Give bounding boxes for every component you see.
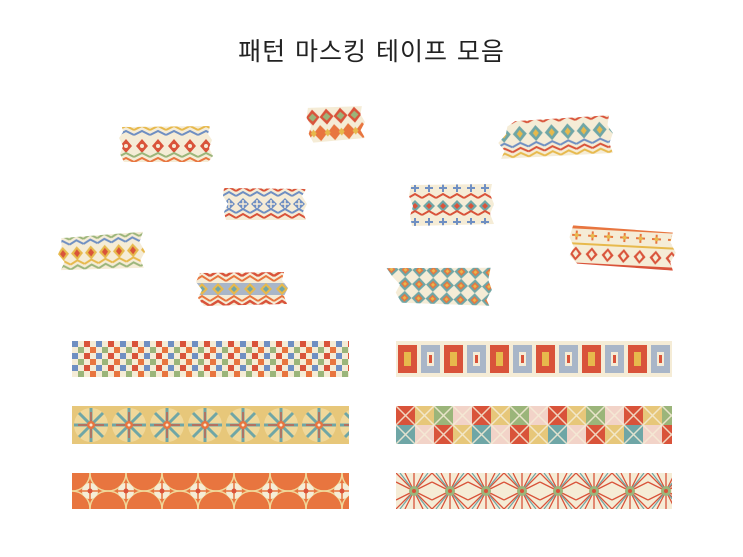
tape-piece-zigzag-star xyxy=(222,186,308,222)
tape-piece-3-art xyxy=(498,115,613,159)
tape-piece-2-art xyxy=(306,106,366,143)
tape-piece-star-zigzag xyxy=(56,231,146,272)
tape-piece-1-art xyxy=(119,126,213,162)
tape-piece-4-art xyxy=(223,188,307,220)
tape-piece-6-art xyxy=(58,231,146,271)
tape-piece-diamond-zigzag xyxy=(496,115,614,159)
tape-strip-5-art xyxy=(72,473,349,509)
tape-strip-checker xyxy=(72,341,349,377)
tape-strip-fan-medallion xyxy=(396,473,672,509)
tape-piece-blue-diamond-star xyxy=(408,182,496,228)
tape-strip-rectangle-frames xyxy=(396,341,672,377)
page-title: 패턴 마스킹 테이프 모음 xyxy=(238,37,505,66)
tape-strip-starburst xyxy=(72,406,349,444)
tape-piece-chevron-diamond xyxy=(118,124,214,164)
tape-piece-5-art xyxy=(409,184,494,226)
tape-strip-6-art xyxy=(396,473,672,509)
tape-piece-diamond-grid xyxy=(384,264,494,306)
tape-strip-1-art xyxy=(72,341,349,377)
tape-piece-zigzag-diamond xyxy=(194,270,290,308)
tape-piece-diamond-lattice xyxy=(306,104,366,143)
tape-strip-x-tiles xyxy=(396,406,672,444)
tape-piece-8-art xyxy=(196,272,288,306)
tape-strip-3-art xyxy=(72,406,349,444)
tape-strip-4-art xyxy=(396,406,672,444)
tape-strip-2-art xyxy=(396,341,672,377)
tape-strip-circle-lattice xyxy=(72,473,349,509)
tape-piece-7-art xyxy=(569,225,676,271)
tape-piece-star-diamond-border xyxy=(568,225,678,271)
tape-piece-9-art xyxy=(386,267,492,306)
